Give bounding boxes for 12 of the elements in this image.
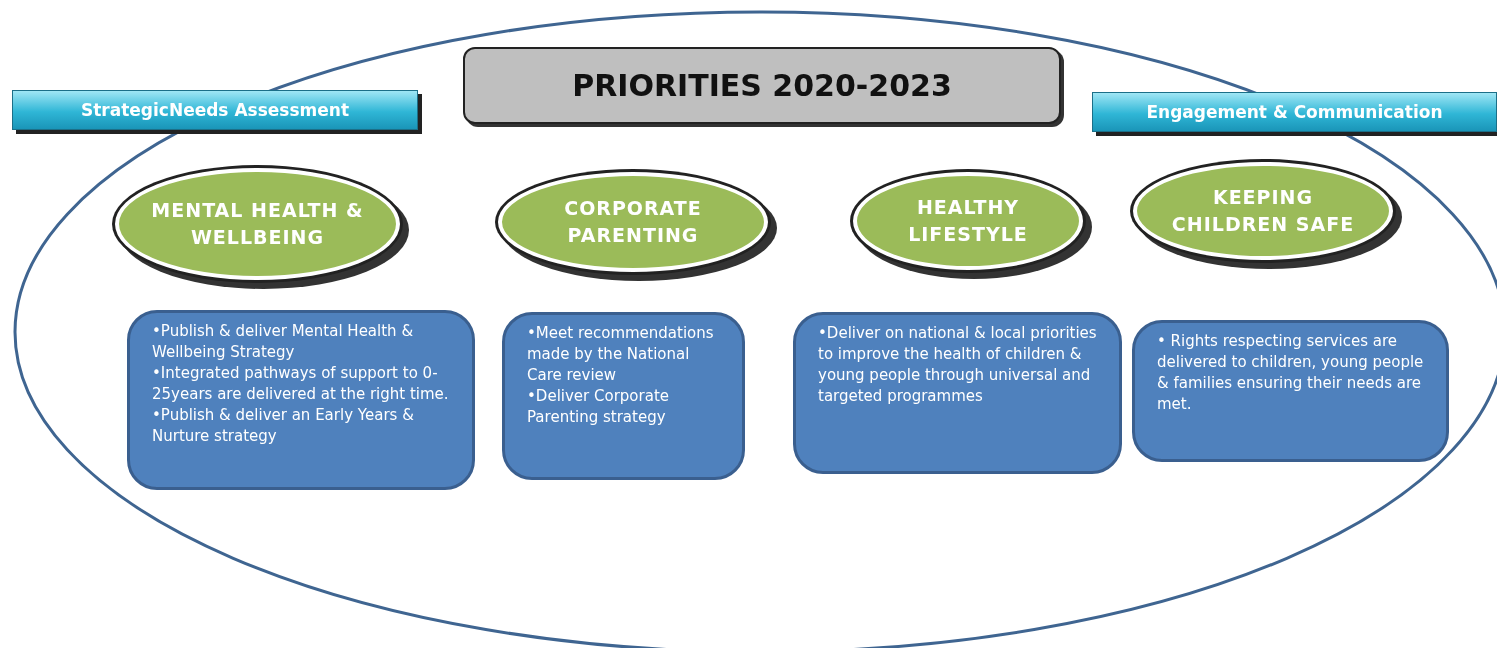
bullet-text: •Publish & deliver Mental Health & Wellbeing Strategy (152, 321, 415, 363)
title-box: PRIORITIES 2020-2023 (463, 47, 1061, 124)
bullet-text: •Publish & deliver an Early Years & Nurture strategy (152, 405, 415, 447)
bullet-text: •Deliver Corporate Parenting strategy (527, 386, 670, 428)
action-box (1132, 320, 1449, 462)
action-box (793, 312, 1122, 474)
bullet-text: •Integrated pathways of support to 0-25years are delivered at the right time. (152, 363, 450, 405)
bullet-text: • Rights respecting services are delivered to children, young people & families ensuring their needs are met. (1157, 331, 1424, 415)
bullet-text: •Meet recommendations made by the National Care review (527, 323, 715, 386)
action-box (127, 310, 475, 490)
action-box (502, 312, 745, 480)
bullet-text: •Deliver on national & local priorities to improve the health of children & young people through universal and targeted programmes (818, 323, 1097, 407)
